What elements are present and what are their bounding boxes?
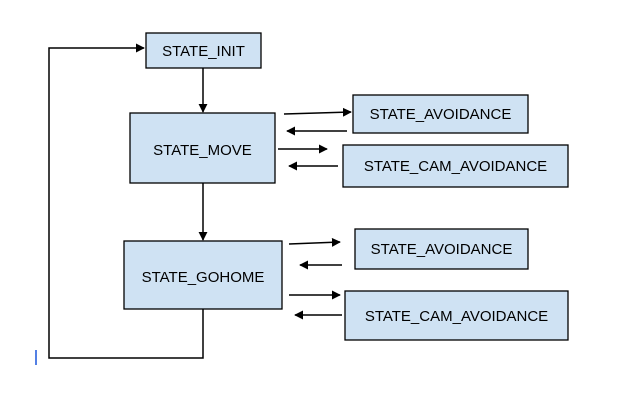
- state-gohome-label: STATE_GOHOME: [142, 269, 265, 286]
- state-gohome-cam-avoidance-label: STATE_CAM_AVOIDANCE: [365, 308, 548, 325]
- state-move-avoidance-label: STATE_AVOIDANCE: [370, 106, 512, 123]
- state-move-box: [129, 112, 276, 184]
- state-gohome-box: [123, 240, 283, 310]
- state-move-cam-avoidance-label: STATE_CAM_AVOIDANCE: [364, 158, 547, 175]
- state-gohome-cam-avoidance-node[interactable]: STATE_CAM_AVOIDANCE: [344, 290, 569, 341]
- state-move-avoidance-box: [352, 94, 529, 134]
- state-move-node[interactable]: STATE_MOVE: [129, 112, 276, 184]
- state-gohome-cam-avoidance-box: [344, 290, 569, 341]
- state-init-label: STATE_INIT: [162, 43, 245, 60]
- state-init-node[interactable]: STATE_INIT: [145, 32, 262, 69]
- state-gohome-avoidance-node[interactable]: STATE_AVOIDANCE: [354, 228, 529, 270]
- arrow-gohome-to-avoidance: [288, 237, 341, 247]
- arrow-move-to-avoidance: [283, 107, 352, 117]
- state-init-box: [145, 32, 262, 69]
- state-gohome-avoidance-label: STATE_AVOIDANCE: [371, 241, 513, 258]
- state-move-avoidance-node[interactable]: STATE_AVOIDANCE: [352, 94, 529, 134]
- state-move-cam-avoidance-box: [342, 144, 569, 188]
- state-move-label: STATE_MOVE: [153, 142, 252, 159]
- state-gohome-node[interactable]: STATE_GOHOME: [123, 240, 283, 310]
- state-move-cam-avoidance-node[interactable]: STATE_CAM_AVOIDANCE: [342, 144, 569, 188]
- state-gohome-avoidance-box: [354, 228, 529, 270]
- arrow-gohome-to-init-loop: [48, 43, 204, 359]
